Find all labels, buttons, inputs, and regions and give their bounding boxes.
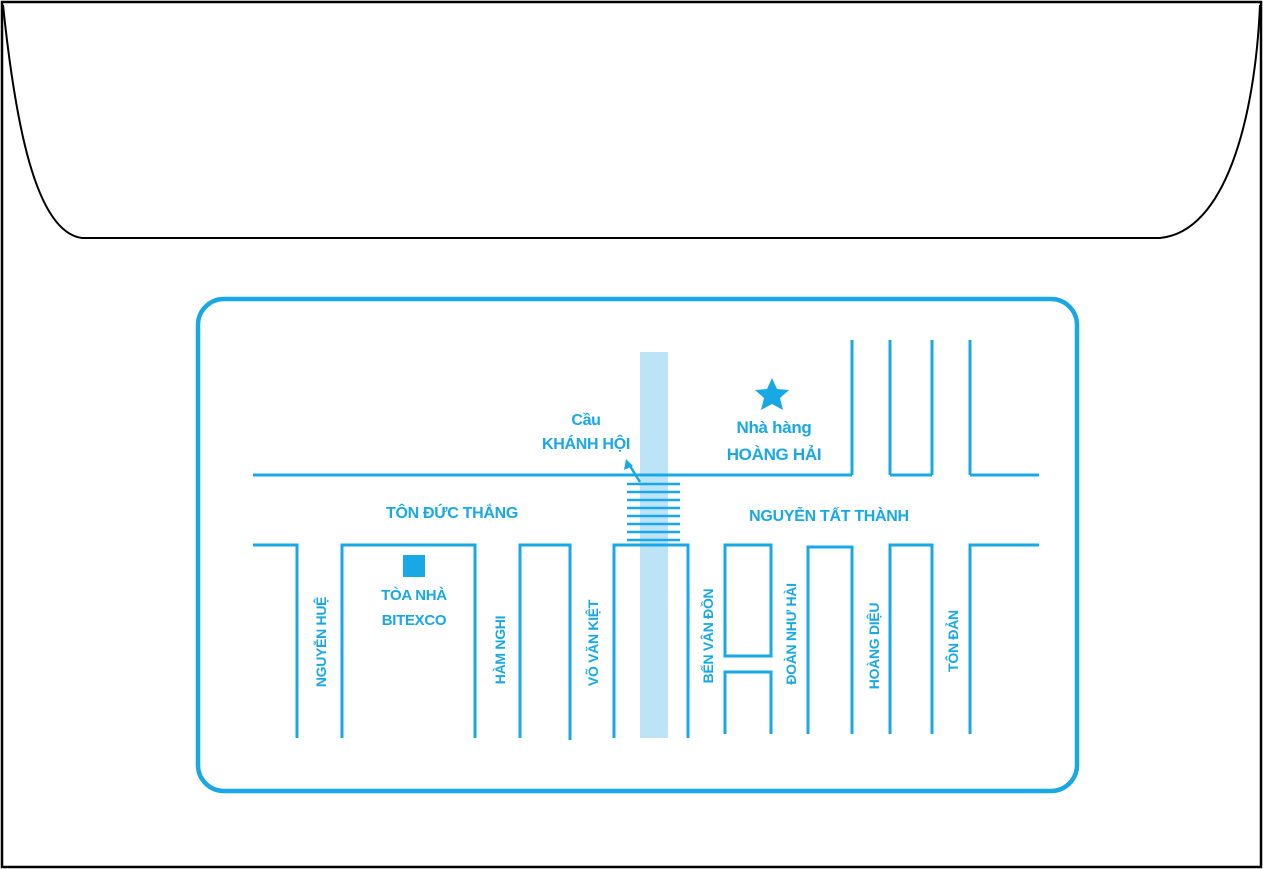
block-west xyxy=(253,543,299,738)
block-ham-nghi xyxy=(518,543,572,740)
block-doan-nhu-hai xyxy=(806,545,854,734)
arrow-up-left-icon xyxy=(624,459,642,483)
street-label-ben-van-don: BẾN VÂN ĐỒN xyxy=(699,588,716,683)
envelope-flap xyxy=(2,4,1261,239)
bridge-label-line1: Cầu xyxy=(571,412,600,429)
building-label-line1: TÒA NHÀ xyxy=(381,586,447,604)
building-label-line2: BITEXCO xyxy=(382,612,447,629)
restaurant-label-line2: HOÀNG HẢI xyxy=(727,445,822,464)
square-icon xyxy=(403,555,425,577)
block-ben-van-don-lower xyxy=(723,670,773,734)
street-label-ton-dan: TÔN ĐẢN xyxy=(944,610,961,672)
block-bitexco xyxy=(340,543,477,738)
restaurant-label-line1: Nhà hàng xyxy=(736,418,811,437)
street-label-doan-nhu-hai: ĐOÀN NHƯ HÀI xyxy=(783,583,799,684)
block-ben-van-don-upper xyxy=(723,543,773,658)
street-label-ton-duc-thang: TÔN ĐỨC THẮNG xyxy=(386,503,518,522)
bridge-label-line2: KHÁNH HỘI xyxy=(542,434,630,453)
street-label-vo-van-kiet: VÕ VĂN KIỆT xyxy=(584,599,601,686)
street-label-nguyen-tat-thanh: NGUYỄN TẤT THÀNH xyxy=(749,506,909,525)
street-lines xyxy=(253,340,1039,740)
bridge-stripes xyxy=(627,482,680,542)
street-label-nguyen-hue: NGUYỄN HUỆ xyxy=(312,597,329,687)
street-label-hoang-dieu: HOÀNG DIỆU xyxy=(865,603,882,690)
street-label-ham-nghi: HÀM NGHI xyxy=(492,616,508,684)
block-vo-van-kiet xyxy=(612,543,690,738)
block-hoang-dieu xyxy=(888,543,934,734)
block-ton-dan xyxy=(968,543,1039,734)
star-icon xyxy=(755,378,789,410)
